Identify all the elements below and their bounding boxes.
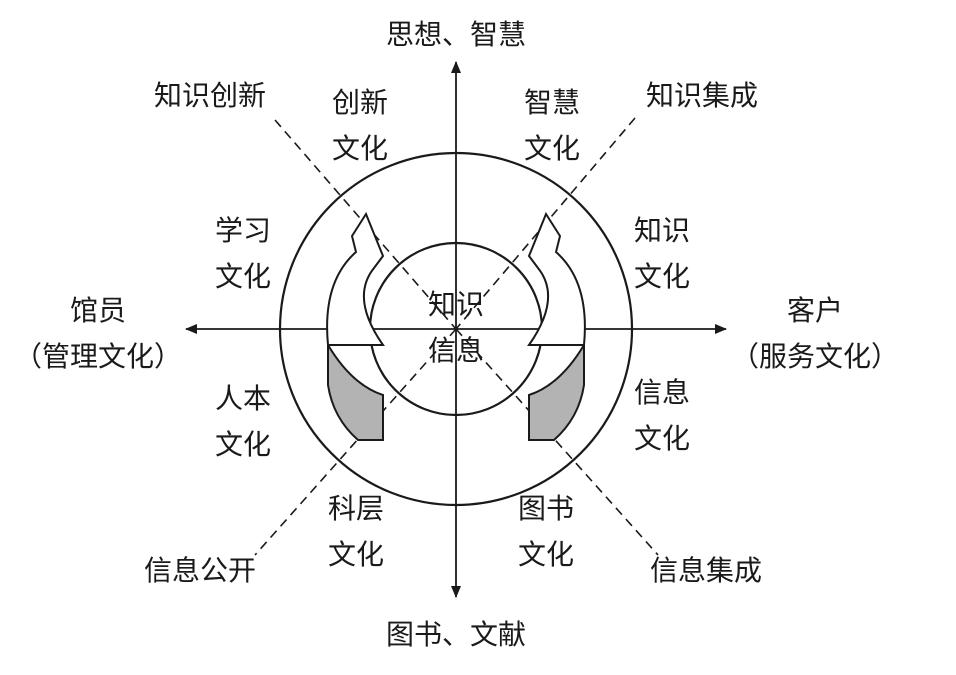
- axis-left-label: 馆员 （管理文化）: [13, 294, 182, 373]
- culture-library-label: 图书 文化: [517, 492, 574, 571]
- diagonal-label-lower-right: 信息集成: [649, 554, 762, 587]
- diagonal-label-lower-left: 信息公开: [143, 554, 256, 587]
- axis-right-label: 客户 （服务文化）: [730, 294, 899, 373]
- culture-humanistic-label: 人本 文化: [214, 382, 271, 461]
- culture-bureaucratic-label: 科层 文化: [327, 492, 384, 571]
- axis-bottom-label: 图书、文献: [385, 618, 526, 651]
- diagonal-label-upper-right: 知识集成: [645, 79, 758, 112]
- axis-top-label: 思想、智慧: [385, 18, 526, 51]
- center-label: 知识 信息: [427, 288, 484, 367]
- diagonal-lower-left: [254, 328, 457, 556]
- right-arrow-gray-base: [528, 341, 585, 441]
- culture-learning-label: 学习 文化: [214, 214, 271, 293]
- right-curved-arrow-icon: [527, 211, 586, 346]
- culture-knowledge-label: 知识 文化: [633, 214, 690, 293]
- culture-information-label: 信息 文化: [633, 376, 690, 455]
- culture-innovation-label: 创新 文化: [331, 86, 388, 165]
- left-arrow-gray-base: [327, 341, 384, 441]
- diagonal-lower-right: [455, 328, 659, 556]
- culture-wisdom-label: 智慧 文化: [523, 86, 580, 165]
- diagonal-label-upper-left: 知识创新: [153, 79, 266, 112]
- left-curved-arrow-icon: [326, 211, 385, 346]
